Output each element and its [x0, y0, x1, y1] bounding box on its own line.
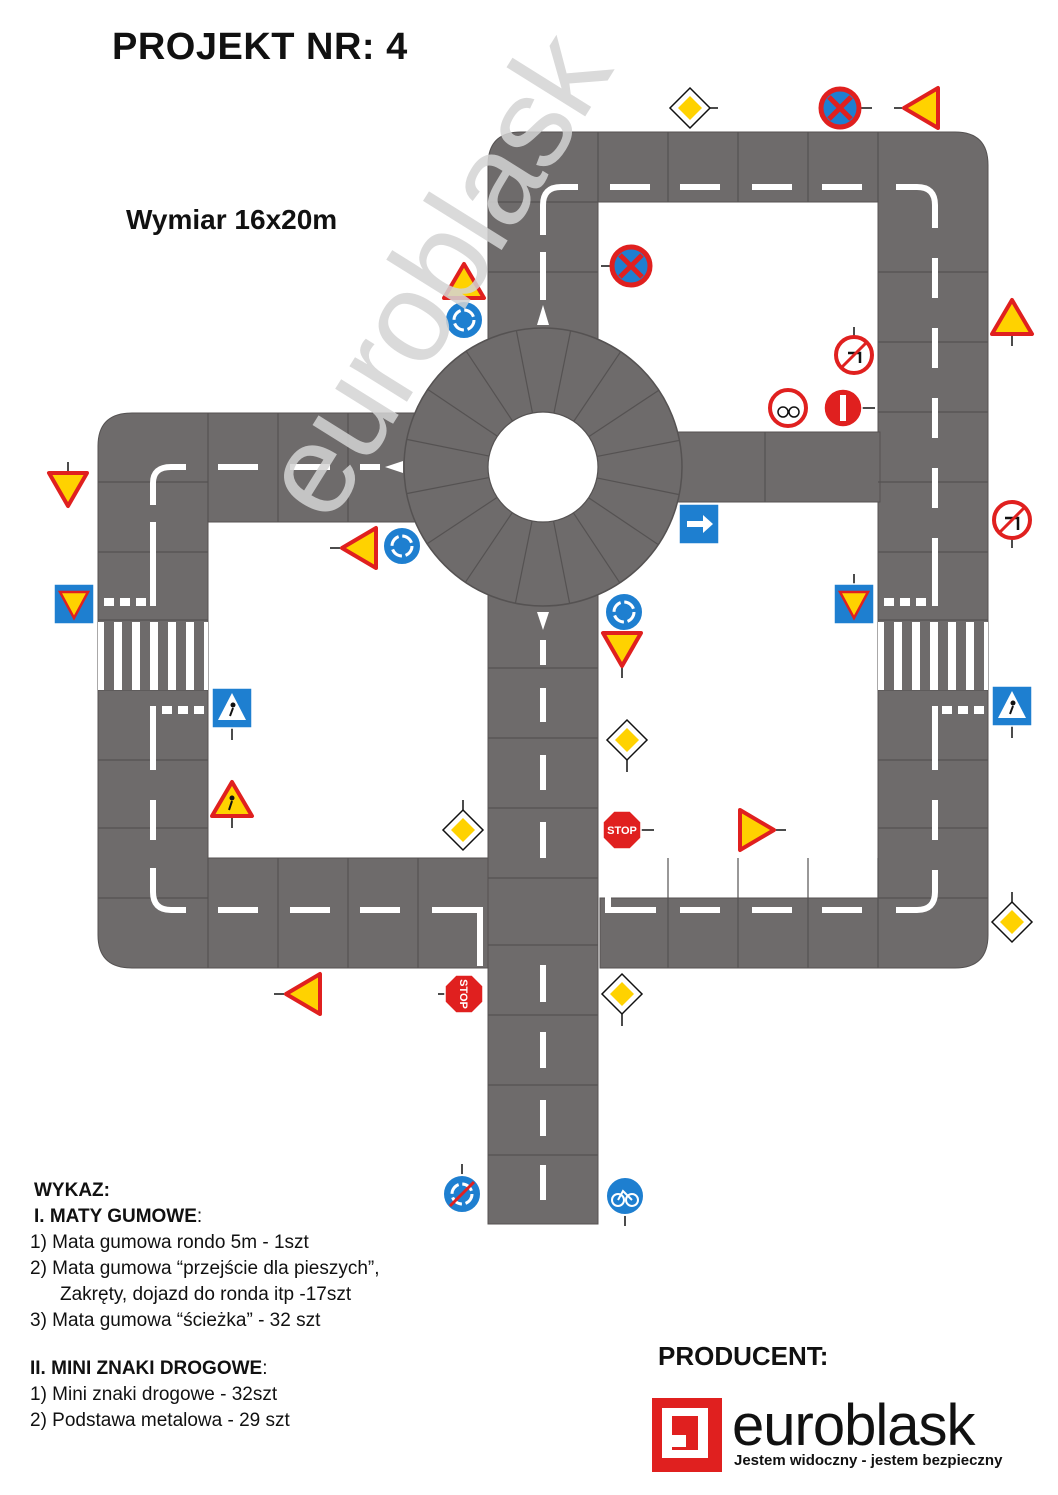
sharp-turn-warning-sign-icon [990, 298, 1034, 346]
no-left-turn-sign-icon [834, 327, 874, 375]
logo-mark-icon [652, 1398, 722, 1472]
page-title: PROJEKT NR: 4 [112, 26, 408, 68]
dimension-label: Wymiar 16x20m [126, 204, 338, 235]
warning-triangle-sign-icon [330, 526, 378, 570]
yield-pedestrian-sign-icon [53, 583, 95, 625]
priority-road-sign-icon [600, 972, 644, 1026]
no-entry-sign-icon [823, 388, 875, 428]
stop-sign-text: STOP [607, 825, 637, 837]
no-left-turn-sign-icon [992, 500, 1032, 548]
cycle-path-sign-icon [605, 1176, 645, 1226]
priority-road-sign-icon [990, 892, 1034, 944]
section-1-title: I. MATY GUMOWE [34, 1206, 197, 1227]
direction-arrow-sign-icon [678, 503, 720, 545]
give-way-markings [104, 562, 984, 736]
producer-logo: euroblask Jestem widoczny - jestem bezpi… [652, 1393, 1032, 1474]
section-2-title: II. MINI ZNAKI DROGOWE [30, 1358, 263, 1379]
stop-sign-text: STOP [457, 979, 469, 1009]
warning-triangle-sign-icon [738, 808, 786, 852]
section-1-title-suffix: : [196, 1206, 203, 1227]
yield-sign-icon [601, 631, 643, 678]
stop-sign-icon: STOP [438, 974, 484, 1014]
sharp-turn-warning-sign-icon [894, 86, 940, 130]
pedestrian-crossing-sign-icon [211, 687, 253, 740]
yield-pedestrian-sign-icon [833, 574, 875, 625]
spacer [30, 1334, 470, 1356]
list-item: 1) Mata gumowa rondo 5m - 1szt [30, 1232, 309, 1253]
lane-markings [150, 184, 938, 1200]
section-2-title-suffix: : [262, 1358, 268, 1379]
roundabout-sign-icon [382, 526, 422, 566]
list-heading: WYKAZ: [34, 1180, 110, 1201]
pedestrian-crossing-sign-icon [991, 685, 1033, 738]
logo-tagline: Jestem widoczny - jestem bezpieczny [734, 1452, 1003, 1469]
section-2-title-row: II. MINI ZNAKI DROGOWE: [30, 1356, 470, 1382]
item-list: WYKAZ: I. MATY GUMOWE: 1) Mata gumowa ro… [30, 1178, 470, 1434]
no-stopping-sign-icon [818, 86, 872, 130]
list-item: 2) Mata gumowa “przejście dla pieszych”, [30, 1258, 380, 1279]
roundabout-sign-icon [444, 300, 484, 340]
pedestrian-warning-sign-icon [210, 780, 254, 828]
priority-road-sign-icon [441, 800, 485, 852]
list-item: 1) Mini znaki drogowe - 32szt [30, 1384, 278, 1405]
priority-road-sign-icon [605, 718, 649, 772]
stop-sign-icon: STOP [602, 810, 654, 850]
roundabout [385, 305, 683, 630]
no-stopping-sign-icon [601, 244, 653, 288]
list-item: 2) Podstawa metalowa - 29 szt [30, 1410, 290, 1431]
crosswalk-left [98, 622, 208, 690]
logo-brand: euroblask [732, 1393, 975, 1458]
warning-triangle-sign-icon [442, 262, 486, 300]
producer-label: PRODUCENT: [658, 1341, 829, 1371]
priority-road-sign-icon [668, 86, 718, 130]
crosswalk-right [878, 622, 988, 690]
roundabout-sign-icon [604, 592, 644, 632]
list-item: 3) Mata gumowa “ścieżka” - 32 szt [30, 1310, 321, 1331]
yield-sign-icon [47, 462, 89, 508]
no-cycle-path-sign-icon [442, 1164, 482, 1214]
list-item: Zakręty, dojazd do ronda itp -17szt [60, 1284, 352, 1305]
mat-seams [98, 132, 988, 1156]
no-cycling-sign-icon [768, 388, 808, 428]
section-1-title-row: I. MATY GUMOWE: [30, 1204, 470, 1230]
warning-triangle-sign-icon [274, 972, 322, 1016]
